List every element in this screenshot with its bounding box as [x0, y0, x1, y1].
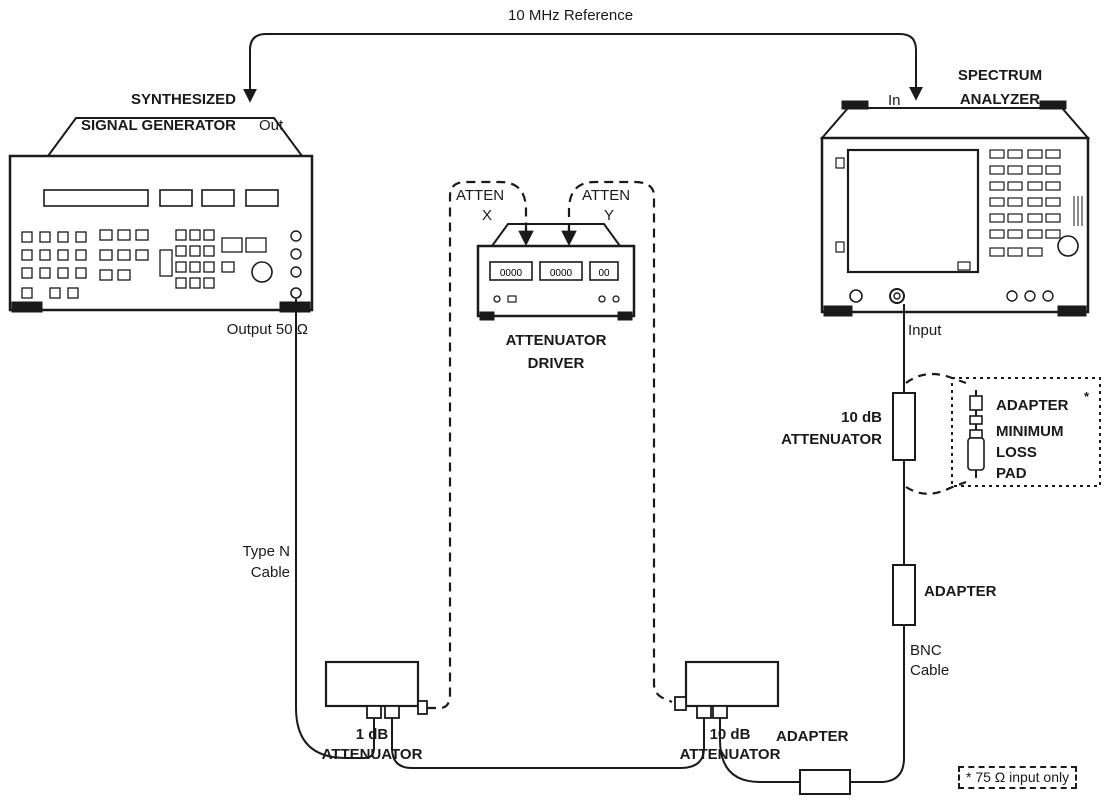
analyzer-attenuator-label-1: 10 dB	[841, 409, 882, 426]
signal-generator-title-1: SYNTHESIZED	[130, 91, 236, 108]
type-n-cable-label-1: Type N	[242, 543, 290, 560]
bnc-cable-label-1: BNC	[910, 642, 942, 659]
bnc-cable-label-2: Cable	[910, 662, 950, 679]
analyzer-attenuator-label-2: ATTENUATOR	[781, 431, 882, 448]
signal-generator-output-label: Output 50 Ω	[226, 321, 308, 338]
bottom-adapter	[799, 769, 851, 795]
10db-attenuator-label-2: ATTENUATOR	[679, 746, 781, 763]
optional-adapter-box	[951, 377, 1101, 487]
spectrum-analyzer-in-label: In	[888, 92, 901, 109]
driver-window-2: 0000	[550, 268, 573, 279]
signal-generator-out-label: Out	[259, 117, 284, 134]
optional-adapter-label: ADAPTER	[996, 397, 1069, 414]
driver-window-1: 0000	[500, 268, 523, 279]
reference-cable-label: 10 MHz Reference	[508, 7, 634, 24]
signal-generator-title-2: SIGNAL GENERATOR	[80, 117, 236, 134]
atten-x-label-2: X	[482, 207, 493, 224]
attenuator-driver-title-1: ATTENUATOR	[505, 332, 607, 349]
spectrum-analyzer-input-label: Input	[908, 322, 942, 339]
driver-window-3: 00	[598, 268, 610, 279]
minimum-loss-pad-label-1: MINIMUM	[996, 423, 1064, 440]
driver-control-cables	[427, 180, 673, 710]
1db-attenuator-label-1: 1 dB	[355, 726, 389, 743]
75-ohm-note: * 75 Ω input only	[958, 766, 1078, 790]
1db-attenuator-label-2: ATTENUATOR	[321, 746, 423, 763]
minimum-loss-pad-label-3: PAD	[996, 465, 1027, 482]
reference-cable	[249, 33, 923, 101]
spectrum-analyzer-title-2: ANALYZER	[959, 91, 1041, 108]
optional-adapter-asterisk: *	[1084, 389, 1090, 404]
atten-y-label-2: Y	[604, 207, 615, 224]
spectrum-analyzer	[819, 100, 1091, 317]
minimum-loss-pad-label-2: LOSS	[996, 444, 1037, 461]
rf-cables	[295, 299, 905, 783]
analyzer-adapter-label: ADAPTER	[924, 583, 997, 600]
atten-y-label-1: ATTEN	[582, 187, 631, 204]
1db-attenuator	[324, 660, 428, 719]
atten-x-label-1: ATTEN	[456, 187, 505, 204]
10db-attenuator-label-1: 10 dB	[709, 726, 751, 743]
minimum-loss-pad	[967, 390, 985, 478]
spectrum-analyzer-title-1: SPECTRUM	[957, 67, 1043, 84]
attenuator-driver-title-2: DRIVER	[527, 355, 585, 372]
10db-attenuator	[674, 660, 780, 719]
bottom-adapter-label: ADAPTER	[776, 728, 849, 745]
analyzer-10db-attenuator	[892, 392, 916, 461]
type-n-cable-label-2: Cable	[250, 564, 290, 581]
analyzer-adapter	[892, 564, 916, 626]
synthesized-signal-generator	[8, 117, 314, 313]
